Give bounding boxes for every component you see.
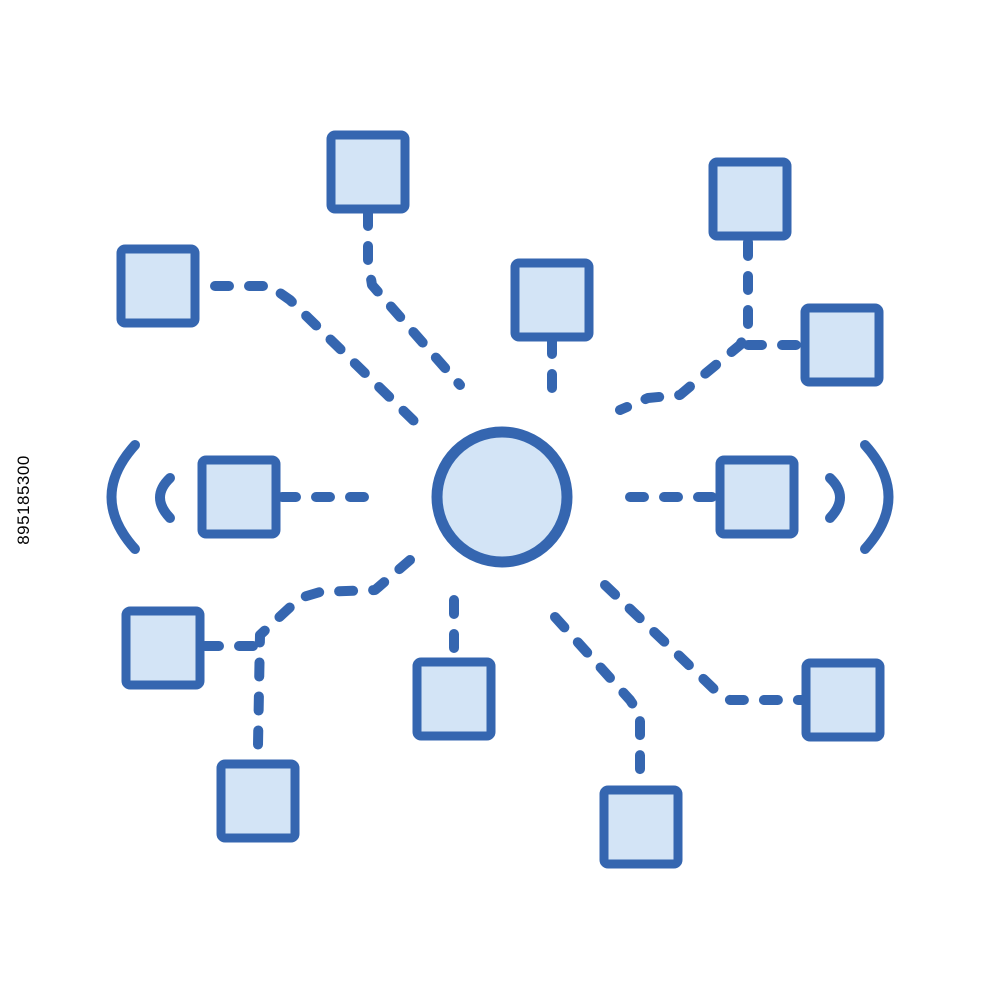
hub-circle — [431, 426, 573, 568]
stock-id-label: 895185300 — [4, 0, 44, 1000]
stock-id-text: 895185300 — [14, 455, 33, 545]
dashed-connector-1 — [363, 207, 465, 390]
node-square-4 — [708, 157, 792, 241]
node-square-5 — [800, 303, 884, 387]
node-square-11 — [801, 658, 885, 742]
node-square-8 — [121, 606, 205, 690]
node-square-9 — [412, 657, 496, 741]
node-square-1 — [326, 130, 410, 214]
nodes — [116, 130, 885, 869]
dashed-connector-8 — [253, 555, 415, 750]
wave-left-inner-icon — [155, 473, 175, 523]
wave-right-inner-icon — [825, 473, 845, 523]
wave-left-outer-icon — [106, 440, 140, 554]
node-square-2 — [116, 244, 200, 328]
dashed-connector-4 — [615, 237, 753, 415]
dashed-connector-2 — [210, 281, 420, 427]
node-square-6 — [197, 455, 281, 539]
hub — [431, 426, 573, 568]
dashed-connector-12 — [600, 580, 807, 705]
dashed-connector-11 — [550, 612, 645, 791]
wave-right-outer-icon — [860, 440, 894, 554]
node-square-3 — [510, 258, 594, 342]
node-square-12 — [599, 785, 683, 869]
node-square-7 — [715, 455, 799, 539]
connectors — [200, 207, 807, 791]
node-square-10 — [216, 759, 300, 843]
signal-waves — [106, 440, 894, 554]
